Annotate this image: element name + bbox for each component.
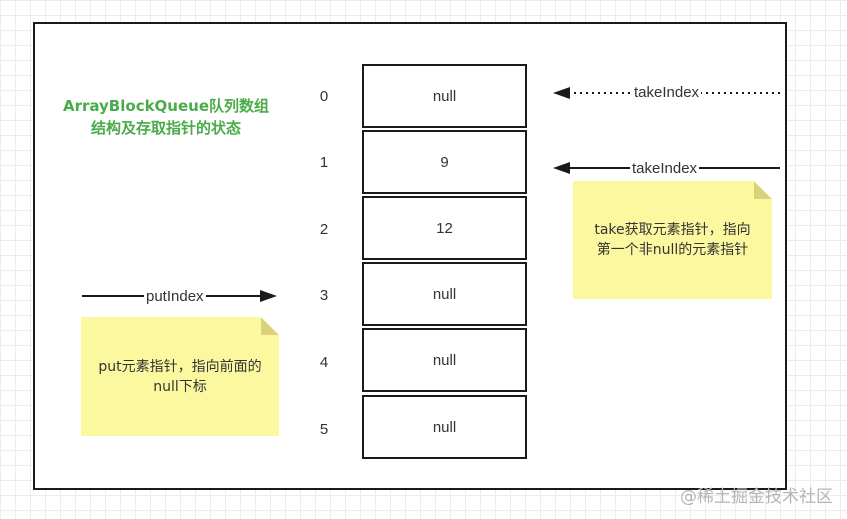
take-note-text: take获取元素指针，指向第一个非null的元素指针 — [594, 222, 751, 258]
take-note: take获取元素指针，指向第一个非null的元素指针 — [573, 181, 772, 299]
diagram-title: ArrayBlockQueue队列数组结构及存取指针的状态 — [62, 97, 270, 137]
array-cell-3: null — [362, 262, 527, 326]
array-cell-0: null — [362, 64, 527, 128]
array-cell-5: null — [362, 395, 527, 459]
array-cell-1: 9 — [362, 130, 527, 194]
array-cell-2: 12 — [362, 196, 527, 260]
index-label-0: 0 — [319, 88, 329, 105]
put-label: putIndex — [144, 288, 206, 306]
take-old-label: takeIndex — [632, 84, 702, 102]
take-new-label: takeIndex — [630, 160, 700, 178]
put-note-text: put元素指针，指向前面的null下标 — [98, 358, 262, 395]
index-label-4: 4 — [319, 354, 329, 371]
take-note-fold-corner — [754, 181, 772, 199]
put-note-fold-corner — [261, 317, 279, 335]
index-label-3: 3 — [319, 287, 329, 304]
index-label-2: 2 — [319, 221, 329, 238]
watermark: @稀土掘金技术社区 — [680, 487, 833, 507]
take-old-arrow-head — [553, 87, 570, 99]
index-label-5: 5 — [319, 421, 329, 438]
put-note: put元素指针，指向前面的null下标 — [81, 317, 279, 436]
take-new-arrow-head — [553, 162, 570, 174]
index-label-1: 1 — [319, 154, 329, 171]
put-arrow-head — [260, 290, 277, 302]
array-cell-4: null — [362, 328, 527, 392]
